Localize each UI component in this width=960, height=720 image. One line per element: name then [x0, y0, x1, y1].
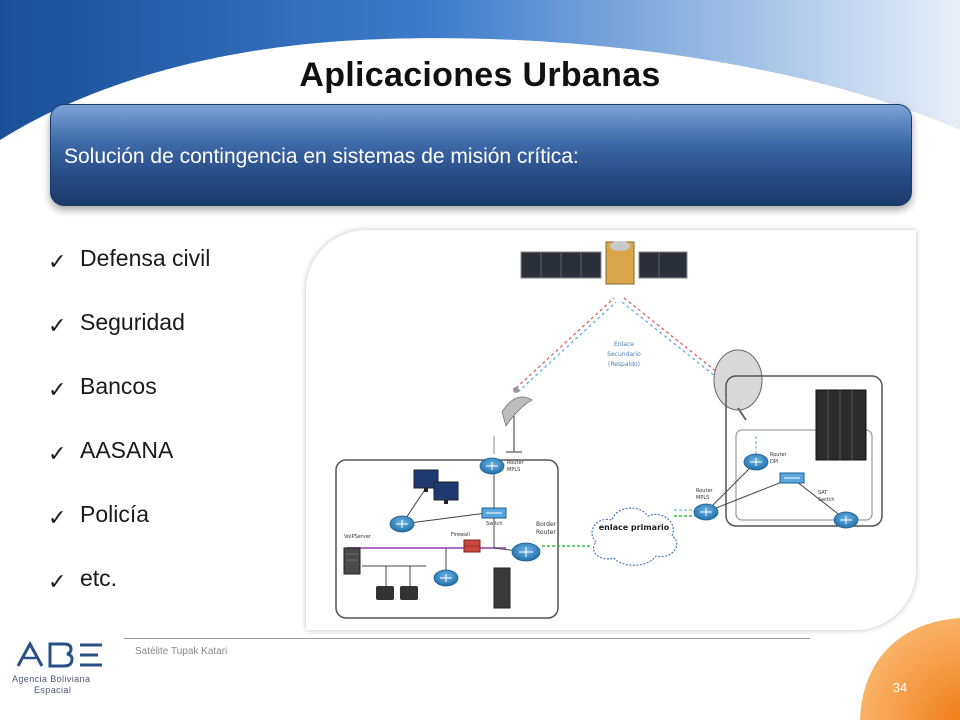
- check-icon: ✓: [48, 249, 67, 274]
- list-item: ✓ AASANA: [48, 432, 308, 496]
- router-icon: [389, 515, 415, 533]
- router-dpi-label: Router: [770, 452, 788, 458]
- server-rack-icon: [815, 389, 867, 461]
- left-antenna-icon: [493, 396, 533, 454]
- right-site-box: [725, 375, 883, 527]
- router-mpls-right-icon: [693, 503, 719, 521]
- phone-icon: [376, 586, 418, 600]
- voip-server-icon: [343, 547, 361, 575]
- list-item-label: AASANA: [80, 437, 174, 463]
- firewall-label: Firewall: [451, 532, 470, 538]
- list-item-label: Policía: [80, 501, 150, 527]
- server-tower-icon: [493, 567, 511, 609]
- router-dpi-icon: [743, 453, 769, 471]
- switch-label: Switch: [486, 521, 503, 527]
- voip-server-label: VoIPServer: [344, 534, 372, 540]
- page-title: Aplicaciones Urbanas: [299, 56, 661, 94]
- check-icon: ✓: [48, 569, 67, 594]
- list-item-label: etc.: [80, 565, 118, 591]
- secondary-link-label-2: Secundario: [607, 351, 641, 358]
- router-mpls-right-label: Router: [696, 488, 714, 494]
- border-router-label: Border: [536, 521, 557, 528]
- check-icon: ✓: [48, 377, 67, 402]
- router-mpls-left-label-2: MPLS: [507, 467, 520, 473]
- sat-switch-icon: [779, 472, 805, 484]
- list-item: ✓ Bancos: [48, 368, 308, 432]
- router-mpls-right-label-2: MPLS: [696, 495, 709, 501]
- subtitle-banner: Solución de contingencia en sistemas de …: [50, 104, 912, 206]
- list-item-label: Seguridad: [80, 309, 185, 335]
- list-item: ✓ Defensa civil: [48, 240, 308, 304]
- switch-icon: [481, 507, 507, 519]
- sat-switch-label: SAT: [818, 490, 828, 496]
- page-number: 34: [892, 680, 908, 695]
- secondary-link-label: Enlace: [614, 341, 634, 348]
- check-icon: ✓: [48, 505, 67, 530]
- list-item-label: Bancos: [80, 373, 157, 399]
- bullet-list: ✓ Defensa civil ✓ Seguridad ✓ Bancos ✓ AASAN…: [48, 240, 308, 624]
- left-site-box: [335, 459, 559, 619]
- check-icon: ✓: [48, 313, 67, 338]
- abe-logo: Agencia Boliviana Espacial: [8, 640, 118, 706]
- right-network-links: [705, 436, 847, 521]
- list-item: ✓ Policía: [48, 496, 308, 560]
- router-mpls-left-icon: [479, 457, 505, 475]
- border-router-label-2: Router: [536, 529, 556, 536]
- network-diagram-svg: Enlace Secundario (Respaldo): [335, 241, 883, 619]
- check-icon: ✓: [48, 441, 67, 466]
- cloud-icon: [591, 507, 678, 566]
- satellite-icon: [520, 241, 688, 285]
- router-icon: [433, 569, 459, 587]
- abe-logo-mark: [16, 640, 102, 668]
- border-router-icon: [511, 542, 541, 562]
- monitor-icon: [413, 469, 459, 504]
- logo-line1: Agencia Boliviana: [12, 674, 91, 684]
- primary-link-label: enlace primario: [599, 523, 670, 532]
- router-mpls-left-label: Router: [507, 460, 525, 466]
- sat-switch-label-2: Switch: [818, 497, 835, 503]
- list-item: ✓ etc.: [48, 560, 308, 624]
- firewall-icon: [463, 539, 481, 553]
- router-dpi-label-2: DPI: [770, 459, 778, 465]
- footer-divider: [124, 638, 810, 639]
- logo-line2: Espacial: [34, 685, 72, 695]
- list-item-label: Defensa civil: [80, 245, 211, 271]
- footer-text: Satélite Tupak Katari: [135, 646, 228, 657]
- right-inner-box: [735, 429, 873, 521]
- backup-label: (Respaldo): [608, 361, 640, 368]
- network-diagram: Enlace Secundario (Respaldo): [306, 230, 916, 630]
- list-item: ✓ Seguridad: [48, 304, 308, 368]
- banner-text: Solución de contingencia en sistemas de …: [64, 145, 579, 168]
- router-icon: [833, 511, 859, 529]
